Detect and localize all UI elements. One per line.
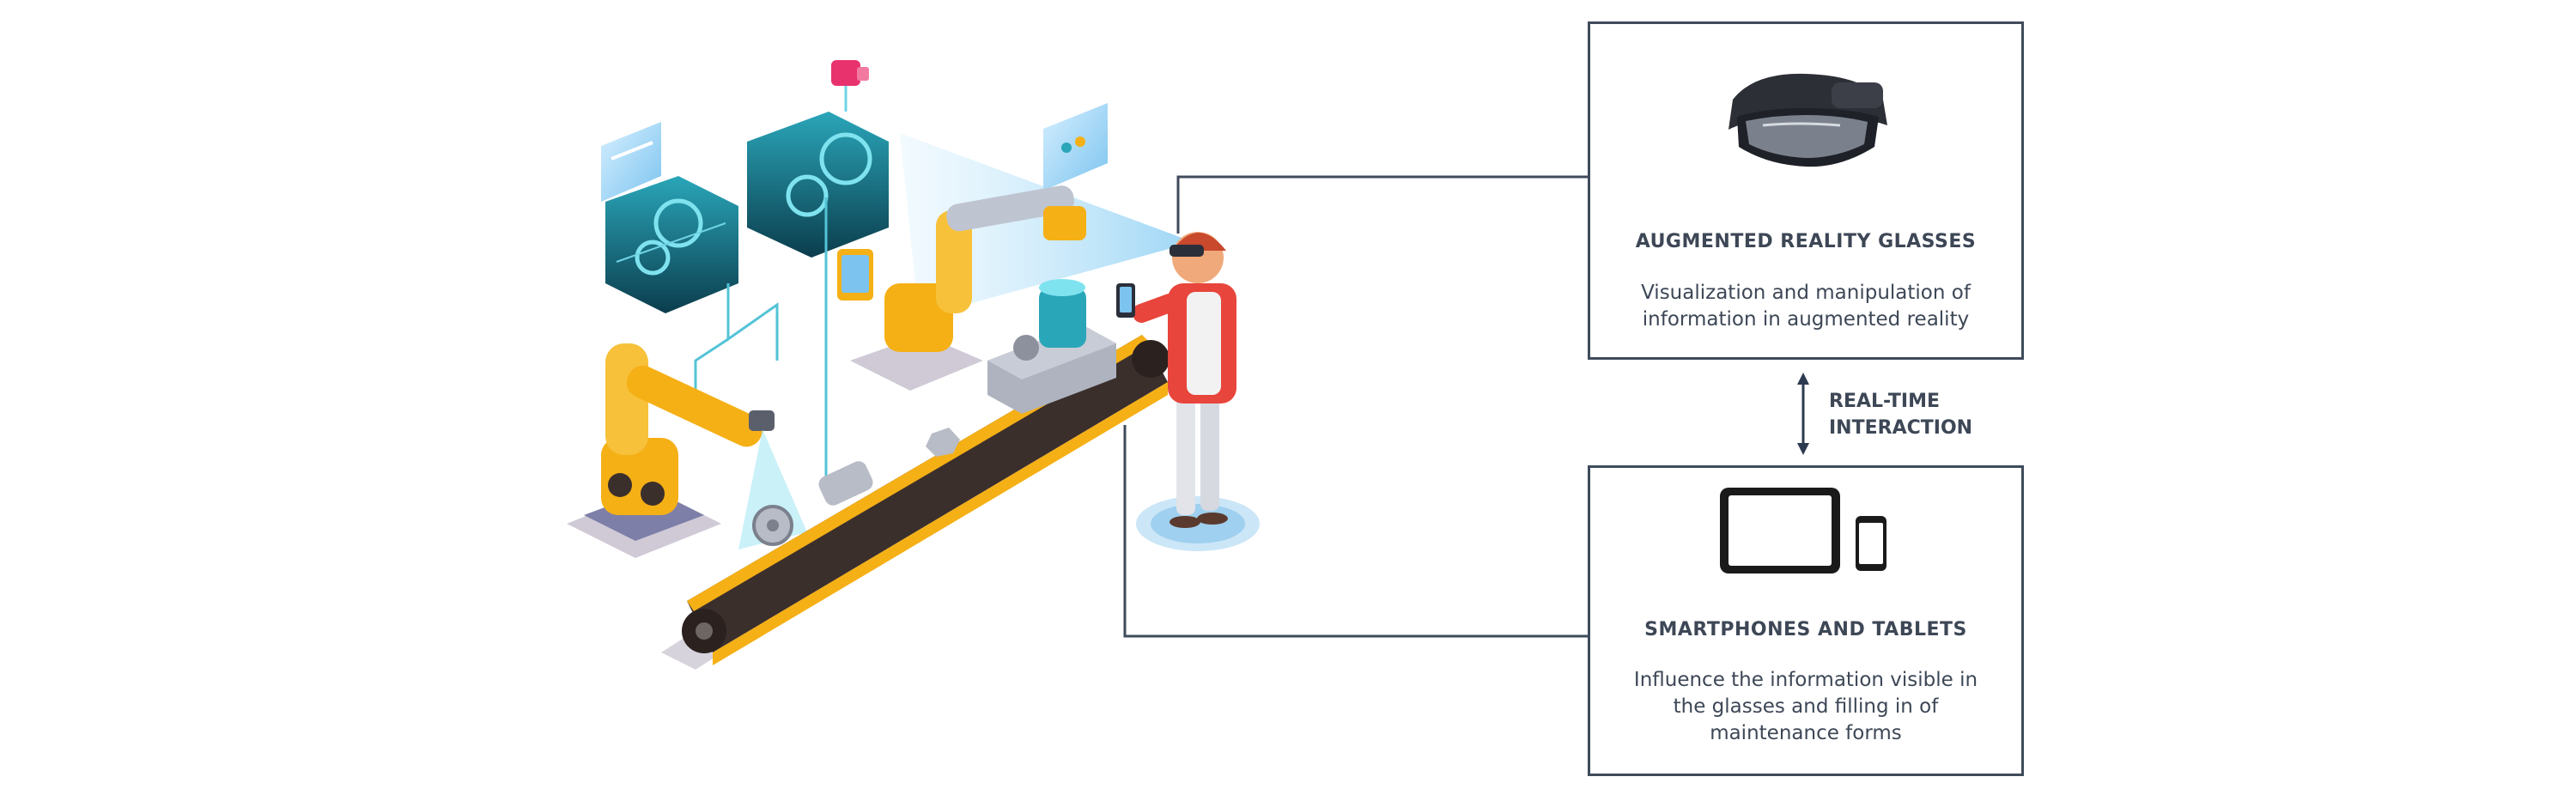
tablet-phone-icon	[1720, 488, 1886, 573]
double-arrow-icon	[1797, 373, 1809, 455]
interaction-label: REAL-TIME INTERACTION	[1829, 391, 1973, 439]
floating-card-right	[1043, 103, 1108, 191]
ar-glasses-title: AUGMENTED REALITY GLASSES	[1635, 231, 1977, 252]
robot-arm-right	[837, 185, 1086, 391]
ar-headset-icon	[1728, 73, 1887, 167]
connector-line-glasses	[1176, 175, 1589, 234]
inspection-machine	[987, 279, 1116, 414]
hologram-gears-left	[605, 176, 738, 313]
devices-description: Influence the information visible in the…	[1633, 669, 1978, 744]
worker-figure	[1116, 232, 1260, 551]
ar-glasses-description: Visualization and manipulation of inform…	[1641, 282, 1971, 331]
ar-glasses-card: AUGMENTED REALITY GLASSES Visualization …	[1588, 21, 2024, 360]
floating-card-left	[601, 122, 661, 202]
devices-card: SMARTPHONES AND TABLETS Influence the in…	[1588, 465, 2024, 776]
devices-title: SMARTPHONES AND TABLETS	[1644, 619, 1967, 640]
ar-headset-visual	[1590, 65, 2021, 180]
camera-icon	[831, 60, 869, 112]
belt-parts	[752, 428, 960, 546]
connector-line-devices	[1123, 425, 1589, 638]
devices-visual	[1590, 483, 2021, 581]
hologram-gears-right	[747, 112, 889, 258]
real-time-interaction: REAL-TIME INTERACTION	[1786, 371, 2009, 457]
factory-illustration	[567, 60, 1260, 670]
